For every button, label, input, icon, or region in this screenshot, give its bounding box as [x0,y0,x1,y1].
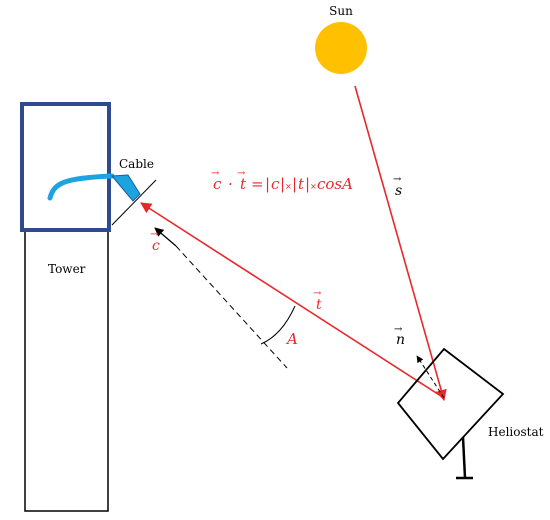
t-vector-arrow-mark: → [313,288,322,299]
c-vector-arrow [154,227,177,247]
t-vector [140,202,445,399]
eq-bar-4: | [305,175,310,193]
eq-c-arrow: → [211,168,220,179]
tower-label: Tower [48,262,86,276]
eq-bar-2: | [280,175,285,193]
c-vector-arrow-mark: → [150,229,159,240]
s-vector-label: s [395,183,402,199]
angle-arc [260,305,296,345]
cable-label: Cable [119,157,154,171]
n-vector-arrow-mark: → [394,324,403,335]
s-vector-arrow-mark: → [393,174,402,185]
c-vector-extension [175,245,288,369]
eq-dot: · [228,175,233,193]
eq-c-mag: c [271,175,280,193]
receiver-frame [20,102,111,232]
sun [315,22,367,74]
eq-equals: = [251,175,264,193]
eq-t-mag: t [298,175,305,193]
eq-t: t [240,175,247,193]
heliostat-label: Heliostat [488,425,544,439]
eq-bar-1: | [265,175,270,193]
eq-times-2: × [310,182,317,191]
eq-times-1: × [285,182,292,191]
angle-label: A [285,330,298,348]
eq-cos: cosA [317,175,353,193]
eq-c: c [213,175,222,193]
heliostat-pole [461,436,467,479]
eq-bar-3: | [292,175,297,193]
cable-head [110,174,141,202]
dot-product-equation: → c · → t = | c | × | t | × cosA [211,168,353,193]
c-vector-label: c [152,238,160,254]
heliostat-mirror [396,347,505,461]
sun-label: Sun [329,4,353,18]
n-vector-label: n [396,332,405,348]
aperture-line [111,179,157,226]
t-vector-label: t [316,297,322,313]
n-vector [416,355,445,399]
cable-curve [47,173,115,201]
s-vector [354,85,447,402]
eq-t-arrow: → [237,168,246,179]
